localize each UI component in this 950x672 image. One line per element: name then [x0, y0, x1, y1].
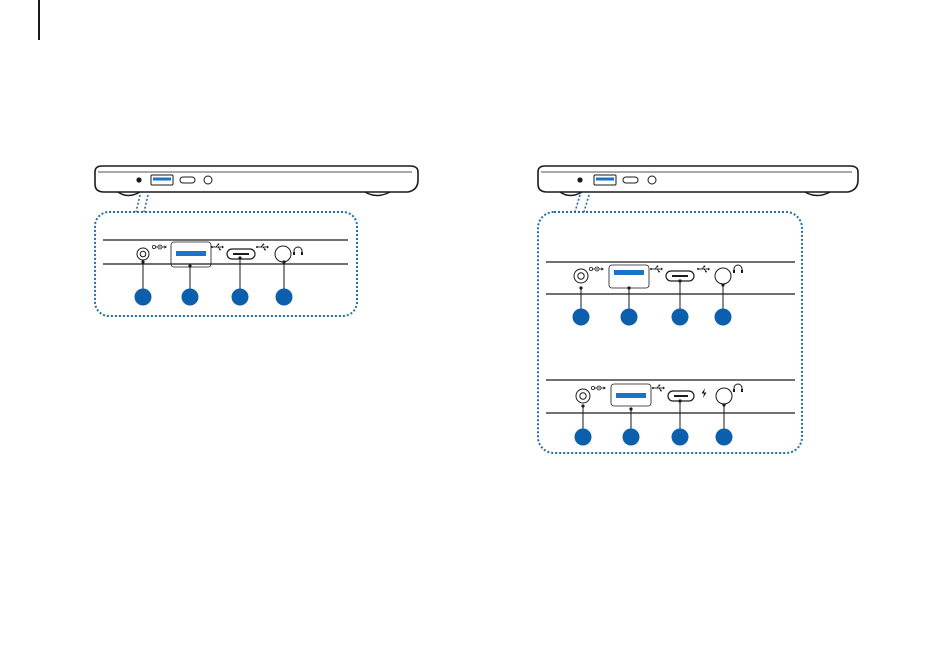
- thunderbolt-icon: [702, 388, 707, 398]
- callout-marker: [623, 429, 640, 446]
- callout-marker: [276, 289, 293, 306]
- left-dc-in-port: [137, 248, 149, 260]
- usb-symbol-icon: [697, 266, 710, 273]
- right-variant-b-ports: [546, 380, 795, 446]
- callout-marker: [182, 289, 199, 306]
- dc-power-symbol-icon: [589, 267, 604, 271]
- headphone-icon: [733, 384, 743, 392]
- left-laptop-side-view: [95, 166, 418, 212]
- usb-symbol-icon: [211, 244, 224, 251]
- callout-marker: [621, 309, 638, 326]
- callout-marker: [716, 429, 733, 446]
- callout-marker: [672, 309, 689, 326]
- right-zoom-panel: [538, 212, 802, 453]
- usb-symbol-icon: [652, 385, 665, 392]
- left-zoom-panel: [95, 212, 357, 316]
- callout-marker: [135, 289, 152, 306]
- callout-marker: [232, 289, 249, 306]
- dc-power-symbol-icon: [152, 245, 167, 249]
- right-variant-a-ports: [546, 262, 795, 326]
- usb-symbol-icon: [256, 244, 269, 251]
- usb-symbol-icon: [650, 266, 663, 273]
- headphone-icon: [293, 247, 303, 255]
- callout-marker: [575, 429, 592, 446]
- left-usb-a-port: [171, 242, 211, 267]
- dc-power-symbol-icon: [591, 386, 606, 390]
- callout-marker: [573, 309, 590, 326]
- callout-marker: [672, 429, 689, 446]
- callout-marker: [715, 309, 732, 326]
- headphone-icon: [733, 265, 743, 273]
- right-laptop-side-view: [538, 166, 858, 212]
- left-headphone-jack: [275, 246, 291, 262]
